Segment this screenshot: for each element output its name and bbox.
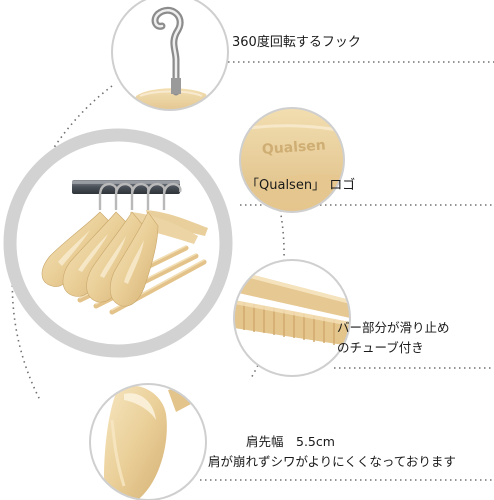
feature-label-shoulder: 肩先幅 5.5cm 肩が崩れずシワがよりにくくなっております xyxy=(208,432,456,472)
feature-label-shoulder-line2: 肩が崩れずシワがよりにくくなっております xyxy=(208,454,456,469)
hanger-group xyxy=(41,180,208,315)
logo-detail-circle: Qualsen xyxy=(239,107,345,213)
hook-detail-circle xyxy=(111,0,229,111)
feature-label-logo: 「Qualsen」 ロゴ xyxy=(246,178,356,193)
feature-label-shoulder-line1: 肩先幅 5.5cm xyxy=(246,434,335,449)
feature-label-hook: 360度回転するフック xyxy=(232,35,361,50)
shoulder-detail-circle xyxy=(89,383,207,500)
feature-label-bar-line1: バー部分が滑り止め xyxy=(337,320,450,335)
feature-label-bar-line2: のチューブ付き xyxy=(337,340,424,355)
qualsen-engraving: Qualsen xyxy=(261,138,326,158)
feature-label-bar: バー部分が滑り止め のチューブ付き xyxy=(337,318,450,358)
bar-detail-circle xyxy=(233,259,351,377)
dotted-arc-left xyxy=(11,85,113,401)
